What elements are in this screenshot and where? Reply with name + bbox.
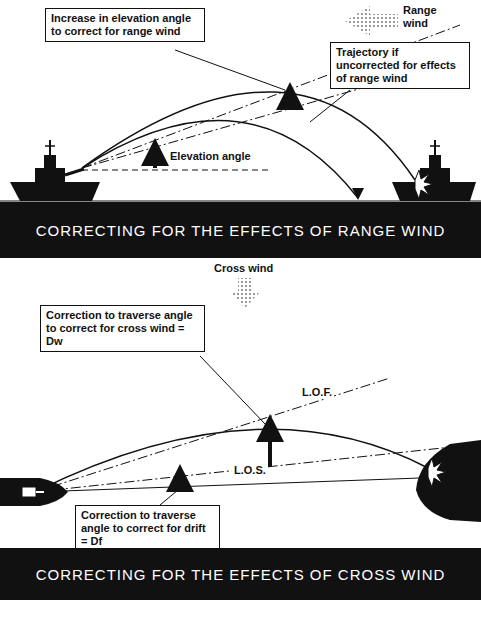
increase-arrow <box>288 96 292 108</box>
leader-line <box>310 90 350 122</box>
caption-text: CORRECTING FOR THE EFFECTS OF CROSS WIND <box>36 566 446 583</box>
elevation-arrow <box>153 152 157 168</box>
drift-arrow <box>178 478 182 487</box>
caption-band: CORRECTING FOR THE EFFECTS OF RANGE WIND <box>0 202 481 258</box>
leader-line <box>200 356 266 425</box>
callout-box: Trajectory if uncorrected for effects of… <box>330 42 470 89</box>
callout-box: Correction to traverse angle to correct … <box>40 305 205 352</box>
range-wind-arrow <box>345 6 398 36</box>
drift-corrected-line <box>35 445 470 492</box>
cross-wind-correction-arrow <box>268 428 272 467</box>
diagram-label: L.O.S. <box>232 464 268 477</box>
target-ship <box>392 140 476 201</box>
firing-ship <box>10 140 100 201</box>
callout-text: Correction to traverse angle to correct … <box>81 509 214 548</box>
diagram-label: Cross wind <box>212 262 275 275</box>
trajectory-plan <box>35 429 428 492</box>
corrected-trajectory <box>82 92 415 180</box>
leader-line <box>160 490 178 505</box>
callout-text: Trajectory if uncorrected for effects of… <box>336 46 464 85</box>
caption-text: CORRECTING FOR THE EFFECTS OF RANGE WIND <box>36 222 446 239</box>
callout-box: Increase in elevation angle to correct f… <box>45 8 205 42</box>
callout-text: Increase in elevation angle to correct f… <box>51 12 199 38</box>
caption-band: CORRECTING FOR THE EFFECTS OF CROSS WIND <box>0 548 481 600</box>
uncorrected-trajectory <box>82 121 358 198</box>
leader-line <box>175 50 285 90</box>
diagram-label: Range wind <box>401 4 447 30</box>
callout-text: Correction to traverse angle to correct … <box>46 309 199 348</box>
shell-splash <box>352 188 364 200</box>
line-of-sight <box>35 478 420 492</box>
firing-ship-plan <box>0 478 68 506</box>
callout-box: Correction to traverse angle to correct … <box>75 505 220 552</box>
cross-wind-arrow <box>230 278 260 308</box>
diagram-label: Elevation angle <box>168 150 253 163</box>
horizontal-reference <box>82 170 270 171</box>
target-ship-plan <box>416 440 481 522</box>
diagram-label: L.O.F. <box>300 386 334 399</box>
